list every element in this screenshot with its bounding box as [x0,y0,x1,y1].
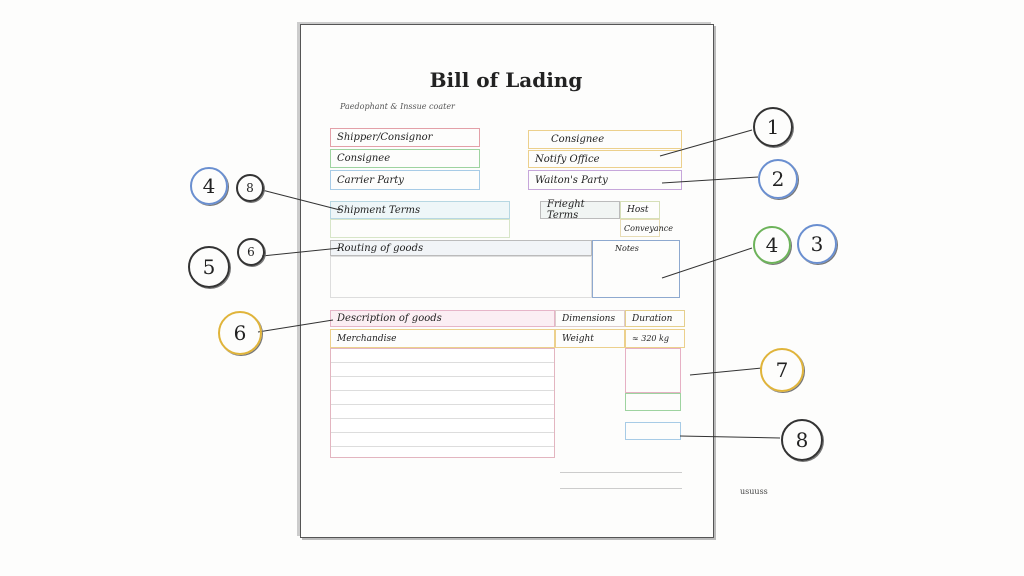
column-pink [625,348,681,393]
consignee-field: Consignee [330,149,480,168]
rule-line [560,472,682,473]
goods-row-weight: Weight [555,329,625,348]
callout-8-table: 8 [781,419,823,461]
routing-area [330,256,592,298]
goods-header-description: Description of goods [330,310,555,327]
callout-2: 2 [758,159,798,199]
notify-field: Notify Office [528,150,682,168]
shipper-field: Shipper/Consignor [330,128,480,147]
callout-4-notes: 4 [753,226,791,264]
footer-note: usuuss [740,487,768,496]
callout-4: 4 [190,167,228,205]
column-blue [625,422,681,440]
carrier-field: Carrier Party [330,170,480,190]
routing-header: Routing of goods [330,240,592,256]
goods-row-value: ≈ 320 kg [625,329,685,348]
shipment-terms-blank [330,219,510,238]
consignee-right-field: Consignee [528,130,682,149]
party-field: Waiton's Party [528,170,682,190]
column-green [625,393,681,411]
callout-1: 1 [753,107,793,147]
callout-3: 3 [797,224,837,264]
callout-7: 7 [760,348,804,392]
rule-line [560,488,682,489]
conveyance-field: Conveyance [620,219,673,237]
freight-terms-field: Frieght Terms [540,199,620,221]
goods-header-duration: Duration [625,310,685,327]
document-sheet [300,24,714,538]
notes-box: Notes [592,240,680,298]
host-field: Host [620,201,660,219]
subtitle: Paedophant & Inssue coater [340,102,455,111]
callout-5: 5 [188,246,230,288]
shipment-terms-field: Shipment Terms [330,201,510,219]
goods-rows-area [330,348,555,458]
goods-header-dimensions: Dimensions [555,310,625,327]
callout-6: 6 [237,238,265,266]
callout-6-goods: 6 [218,311,262,355]
goods-row-description: Merchandise [330,329,555,348]
callout-8: 8 [236,174,264,202]
page-title: Bill of Lading [429,68,583,92]
